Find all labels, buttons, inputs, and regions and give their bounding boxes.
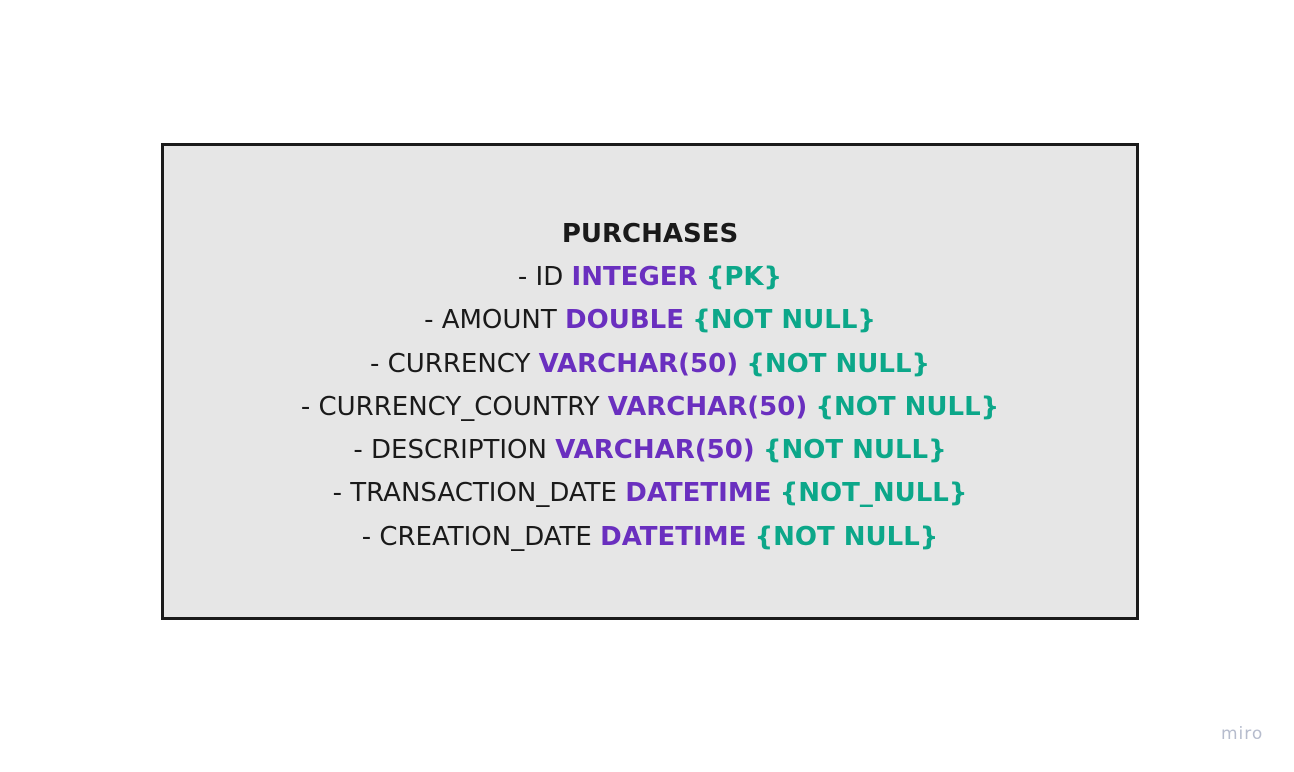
field-constraint: {NOT NULL} (762, 435, 947, 466)
field-constraint: {NOT_NULL} (779, 478, 968, 509)
field-row-currency: - CURRENCY VARCHAR(50) {NOT NULL} (164, 343, 1136, 386)
field-constraint: {NOT NULL} (754, 521, 939, 552)
entity-title: PURCHASES (561, 219, 739, 249)
field-type: DATETIME (600, 521, 747, 552)
field-type: DOUBLE (565, 305, 684, 336)
entity-content: PURCHASES - ID INTEGER {PK} - AMOUNT DOU… (164, 213, 1136, 559)
field-name: - CREATION_DATE (361, 521, 592, 552)
field-name: - CURRENCY (369, 348, 531, 379)
field-constraint: {NOT NULL} (746, 348, 931, 379)
field-type: VARCHAR(50) (607, 391, 808, 422)
field-type: VARCHAR(50) (555, 435, 755, 466)
miro-watermark: miro (1221, 724, 1264, 744)
entity-purchases[interactable]: PURCHASES - ID INTEGER {PK} - AMOUNT DOU… (161, 143, 1139, 620)
field-type: VARCHAR(50) (538, 348, 739, 379)
field-row-description: - DESCRIPTION VARCHAR(50) {NOT NULL} (164, 429, 1136, 472)
field-type: DATETIME (625, 478, 772, 509)
field-list: - ID INTEGER {PK} - AMOUNT DOUBLE {NOT N… (164, 256, 1136, 559)
field-type: INTEGER (571, 262, 698, 292)
field-row-currency-country: - CURRENCY_COUNTRY VARCHAR(50) {NOT NULL… (164, 386, 1136, 429)
field-name: - ID (517, 262, 564, 292)
field-constraint: {NOT NULL} (815, 391, 1000, 422)
field-row-id: - ID INTEGER {PK} (164, 256, 1136, 299)
field-row-amount: - AMOUNT DOUBLE {NOT NULL} (164, 299, 1136, 342)
field-constraint: {NOT NULL} (692, 305, 876, 336)
field-name: - DESCRIPTION (353, 435, 547, 466)
field-name: - CURRENCY_COUNTRY (300, 391, 600, 422)
field-name: - TRANSACTION_DATE (332, 478, 617, 509)
field-constraint: {PK} (705, 262, 783, 292)
field-name: - AMOUNT (424, 305, 557, 336)
field-row-creation-date: - CREATION_DATE DATETIME {NOT NULL} (164, 516, 1136, 559)
field-row-transaction-date: - TRANSACTION_DATE DATETIME {NOT_NULL} (164, 472, 1136, 515)
